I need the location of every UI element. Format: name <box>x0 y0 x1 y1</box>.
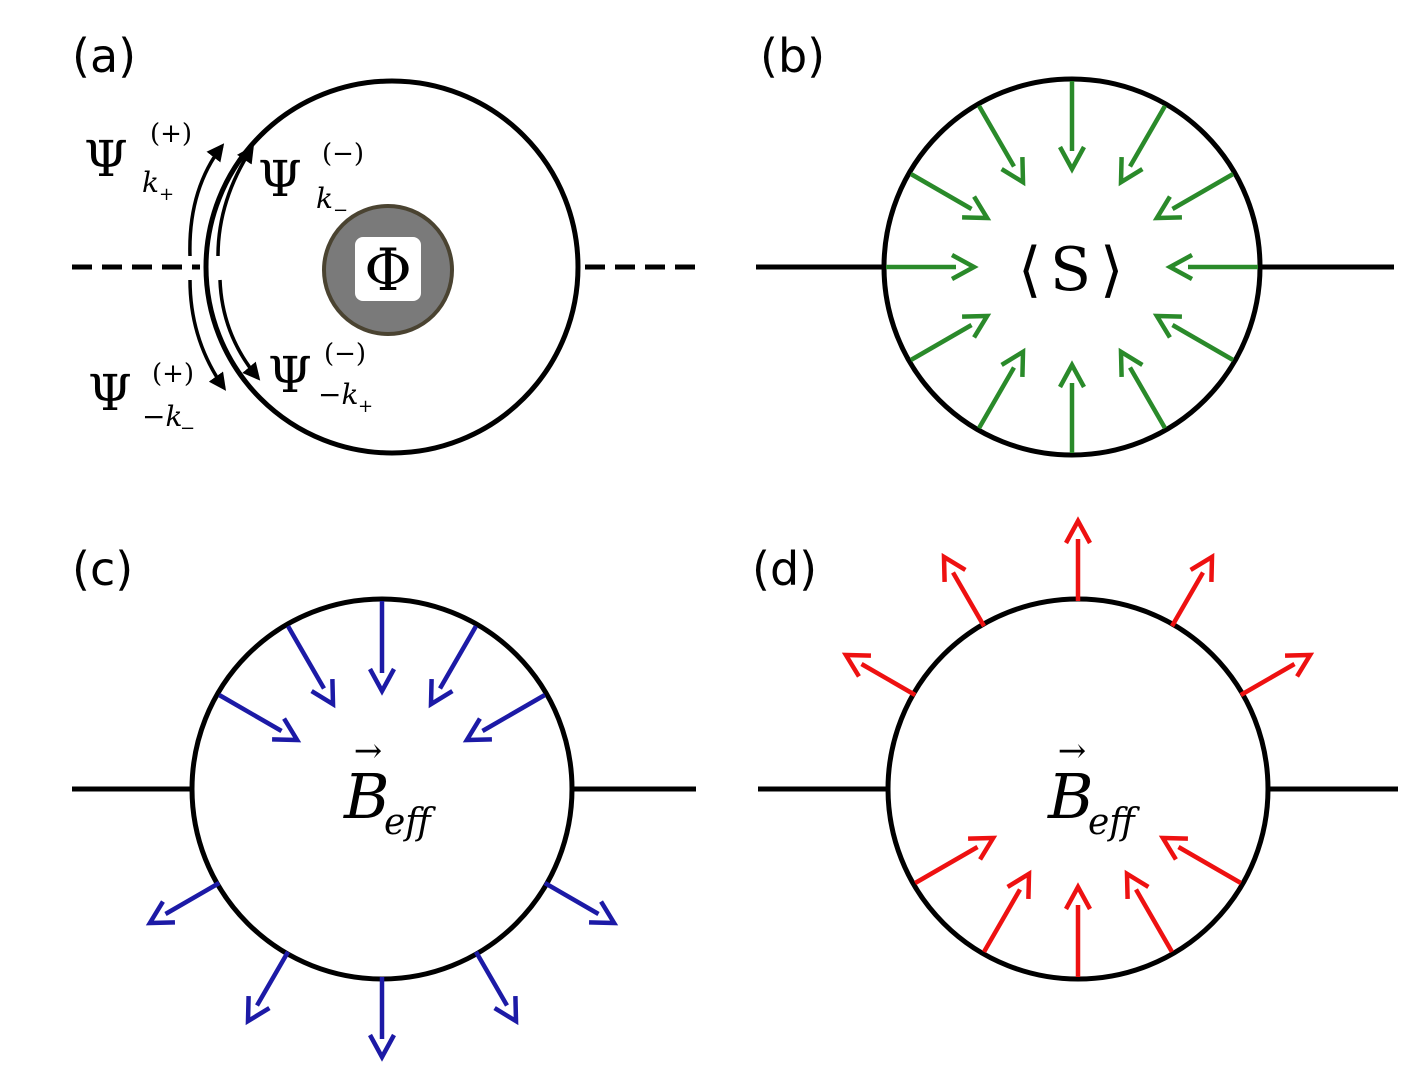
field-subscript: eff <box>1088 802 1140 843</box>
field-arrows-inward-bottom <box>914 835 1242 977</box>
spin-arrow-7 <box>886 253 979 281</box>
state-subsubscript: + <box>358 396 373 417</box>
field-arrow-in-4 <box>1124 869 1174 953</box>
panel-d-label: (d) <box>752 542 817 596</box>
panel-a: (a) Φ Ψ (+) k + Ψ (−) k − Ψ (+) <box>72 29 702 456</box>
spin-arrow-3 <box>1118 104 1167 187</box>
field-arrow-in-2 <box>428 625 478 709</box>
panel-b: (b) ⟨ S ⟩ <box>756 29 1394 458</box>
field-arrow-out-5 <box>841 652 917 697</box>
state-label-upper-right: Ψ (−) k − <box>258 139 364 221</box>
field-arrow-out-4 <box>474 950 519 1026</box>
panel-d: (d) → B eff <box>752 516 1398 982</box>
flux-symbol: Φ <box>364 236 412 304</box>
state-subscript: −k <box>318 378 358 411</box>
left-angle-bracket: ⟨ <box>1018 235 1041 305</box>
arrow-upper-inner <box>216 145 254 257</box>
state-subsubscript: − <box>333 200 348 221</box>
state-subsubscript: − <box>180 418 195 439</box>
field-arrow-in-5 <box>218 693 302 743</box>
spin-arrow-10 <box>1058 360 1086 453</box>
spin-arrow-2 <box>1152 172 1235 221</box>
state-label-upper-left: Ψ (+) k + <box>84 119 192 205</box>
field-arrows-outward-top <box>841 516 1315 697</box>
field-arrow-out-3 <box>368 977 396 1062</box>
panel-c-label: (c) <box>72 542 133 596</box>
right-angle-bracket: ⟩ <box>1100 235 1123 305</box>
field-arrow-out-2 <box>245 950 290 1026</box>
spin-arrow-8 <box>909 313 992 362</box>
spin-arrow-12 <box>1152 313 1235 362</box>
state-superscript: (−) <box>322 139 364 169</box>
spin-symbol: S <box>1050 235 1091 305</box>
panel-c: (c) → B eff <box>72 542 696 1062</box>
vector-mark: → <box>354 731 383 771</box>
field-subscript: eff <box>384 802 436 843</box>
field-arrow-in-3 <box>368 601 396 696</box>
spin-arrow-4 <box>1058 81 1086 174</box>
spin-arrow-5 <box>977 104 1026 187</box>
panel-a-label: (a) <box>72 29 136 83</box>
state-label-lower-right: Ψ (−) −k + <box>268 339 373 417</box>
state-subscript: k <box>316 182 333 215</box>
field-symbol: B <box>343 760 390 833</box>
field-symbol: B <box>1047 760 1094 833</box>
effective-field-label: → B eff <box>343 731 436 843</box>
field-arrow-in-4 <box>286 625 336 709</box>
psi-symbol: Ψ <box>88 364 132 422</box>
flux-label-box <box>355 237 421 301</box>
ring-b <box>881 76 1263 458</box>
field-arrows-outward-bottom <box>145 881 619 1062</box>
state-subscript: −k <box>142 400 182 433</box>
field-arrows-inward-top <box>218 601 546 743</box>
field-arrow-in-2 <box>982 869 1032 953</box>
arrow-lower-inner <box>218 279 261 381</box>
spin-arrow-6 <box>909 172 992 221</box>
spin-arrow-1 <box>1165 253 1258 281</box>
state-superscript: (+) <box>150 119 192 149</box>
field-arrow-out-1 <box>145 881 221 926</box>
state-superscript: (+) <box>152 359 194 389</box>
field-arrow-out-4 <box>941 552 986 628</box>
field-arrow-in-1 <box>462 693 546 743</box>
spin-arrow-11 <box>1118 347 1167 430</box>
state-subscript: k <box>142 166 159 199</box>
vector-mark: → <box>1058 731 1087 771</box>
panel-b-label: (b) <box>760 29 825 83</box>
field-arrow-in-3 <box>1064 882 1092 977</box>
arrow-upper-outer <box>188 143 225 257</box>
field-arrow-out-3 <box>1064 516 1092 601</box>
state-superscript: (−) <box>324 339 366 369</box>
psi-symbol: Ψ <box>84 130 128 188</box>
state-subsubscript: + <box>159 184 174 205</box>
arrow-lower-outer <box>188 279 227 391</box>
spin-arrows-inward <box>886 81 1258 453</box>
field-arrow-out-1 <box>1239 652 1315 697</box>
field-arrow-out-5 <box>543 881 619 926</box>
field-arrow-out-2 <box>1170 552 1215 628</box>
state-label-lower-left: Ψ (+) −k − <box>88 359 195 439</box>
field-arrow-in-1 <box>914 835 998 885</box>
effective-field-label: → B eff <box>1047 731 1140 843</box>
spin-arrow-9 <box>977 347 1026 430</box>
ring-a <box>203 78 581 456</box>
psi-symbol: Ψ <box>258 150 302 208</box>
field-arrow-in-5 <box>1158 835 1242 885</box>
psi-symbol: Ψ <box>268 346 312 404</box>
